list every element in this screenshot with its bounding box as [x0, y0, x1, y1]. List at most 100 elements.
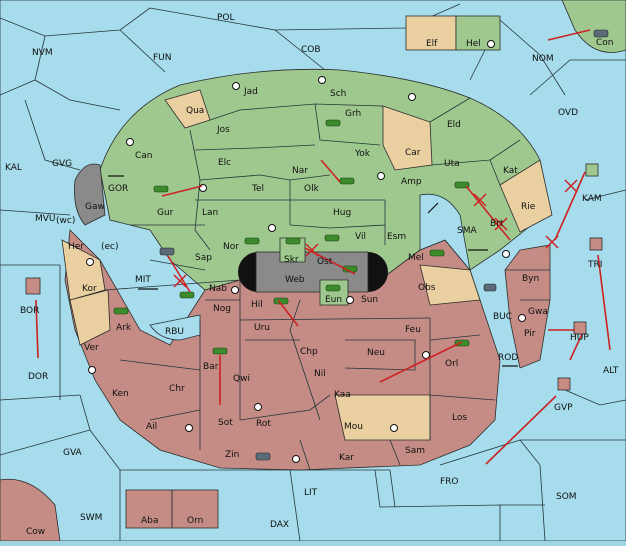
- army-unit[interactable]: [429, 249, 445, 257]
- land-label: Rie: [521, 202, 536, 212]
- sea-label-gor: GOR: [108, 184, 128, 194]
- sea-label-mvu: MVU: [35, 214, 56, 224]
- tri-marker: [589, 237, 603, 251]
- supply-center: [232, 82, 240, 90]
- land-label: Ver: [84, 343, 99, 353]
- land-label: Ark: [116, 323, 132, 333]
- elf-territory[interactable]: [405, 15, 457, 51]
- land-label: Sap: [195, 253, 212, 263]
- gvp-marker: [557, 377, 571, 391]
- land-label: Yok: [354, 149, 371, 159]
- land-label: Nar: [292, 166, 308, 176]
- army-unit[interactable]: [325, 284, 341, 292]
- land-label: Los: [452, 413, 467, 423]
- coast-label-wc: (wc): [56, 216, 75, 226]
- land-label: Pir: [524, 329, 536, 339]
- land-label: Skr: [284, 255, 299, 265]
- sea-labels: POL NVM FUN COB NOM Con KAL GVG OVD GOR …: [5, 13, 619, 537]
- land-label: Sun: [361, 295, 378, 305]
- land-label: Sch: [330, 89, 346, 99]
- supply-center: [487, 40, 495, 48]
- fleet-unit[interactable]: [159, 247, 175, 256]
- cut-marks: [173, 179, 578, 288]
- supply-center: [408, 93, 416, 101]
- sea-label-dax: DAX: [270, 520, 289, 530]
- land-label: Gaw: [85, 202, 105, 212]
- sea-label-swm: SWM: [80, 513, 102, 523]
- aba-territory[interactable]: [125, 489, 173, 529]
- fleet-unit[interactable]: [255, 452, 271, 461]
- orn-territory[interactable]: [171, 489, 219, 529]
- sea-label-gvg: GVG: [52, 159, 72, 169]
- order-arrow: [485, 395, 557, 465]
- rie-territory[interactable]: [499, 159, 553, 233]
- land-label: Can: [135, 151, 153, 161]
- army-unit[interactable]: [325, 119, 341, 127]
- car-territory[interactable]: [382, 105, 433, 171]
- land-label: Byn: [522, 274, 539, 284]
- land-label: Ken: [112, 389, 129, 399]
- sea-label-sma: SMA: [457, 226, 477, 236]
- mou-territory[interactable]: [334, 394, 431, 441]
- land-label: Nor: [223, 242, 239, 252]
- army-unit[interactable]: [244, 237, 260, 245]
- web-center: [255, 251, 369, 293]
- order-arrow: [569, 333, 583, 361]
- order-arrow: [465, 185, 511, 241]
- land-label: Ost: [317, 257, 333, 267]
- cow-island[interactable]: [0, 478, 61, 542]
- army-unit[interactable]: [212, 347, 228, 355]
- army-unit[interactable]: [339, 177, 355, 185]
- sea-label-mit: MIT: [135, 275, 151, 285]
- sea-label-dor: DOR: [28, 372, 48, 382]
- land-label: Uru: [254, 323, 270, 333]
- supply-center: [502, 250, 510, 258]
- units: [113, 29, 609, 461]
- internal-borders: [104, 97, 550, 471]
- sea-label-tri: TRI: [587, 260, 602, 270]
- army-unit[interactable]: [113, 307, 129, 315]
- sea-label-con: Con: [596, 38, 614, 48]
- fleet-unit[interactable]: [593, 29, 609, 38]
- order-arrow: [547, 29, 591, 41]
- bor-marker: [25, 277, 41, 295]
- fleet-unit[interactable]: [483, 283, 497, 292]
- supply-center: [422, 351, 430, 359]
- coast-label-ec: (ec): [101, 242, 119, 252]
- sea-label-bor: BOR: [20, 306, 39, 316]
- supply-center: [318, 76, 326, 84]
- lake: [149, 314, 201, 341]
- supply-center: [390, 424, 398, 432]
- gaw-territory[interactable]: [74, 163, 106, 226]
- sea-label-alt: ALT: [603, 366, 619, 376]
- obs-territory[interactable]: [419, 264, 481, 306]
- supply-center: [126, 138, 134, 146]
- army-unit[interactable]: [285, 237, 301, 245]
- land-label: Vil: [355, 232, 366, 242]
- land-label: Her: [68, 242, 84, 252]
- army-unit[interactable]: [324, 234, 340, 242]
- east-coast: [504, 244, 551, 369]
- land-label: Elf: [426, 39, 438, 49]
- land-label: Sot: [218, 418, 233, 428]
- order-arrow: [277, 299, 299, 327]
- land-label: Eld: [447, 120, 461, 130]
- sea-label-lit: LIT: [304, 488, 318, 498]
- land-label: Tel: [251, 184, 264, 194]
- sea-label-fro: FRO: [440, 477, 459, 487]
- army-unit[interactable]: [153, 185, 169, 193]
- order-arrow: [35, 299, 39, 359]
- land-label: Kaa: [334, 390, 351, 400]
- land-label: Chr: [169, 384, 185, 394]
- sea-label-nvm: NVM: [32, 48, 53, 58]
- land-label: Gwa: [528, 307, 548, 317]
- army-unit[interactable]: [179, 291, 195, 299]
- sea-label-gvp: GVP: [554, 403, 573, 413]
- ver-territory[interactable]: [69, 289, 111, 346]
- land-label: Zin: [225, 450, 239, 460]
- land-label: Uta: [444, 159, 460, 169]
- land-label: Sam: [405, 446, 425, 456]
- land-label: Chp: [300, 347, 318, 357]
- land-label: Jos: [216, 125, 230, 135]
